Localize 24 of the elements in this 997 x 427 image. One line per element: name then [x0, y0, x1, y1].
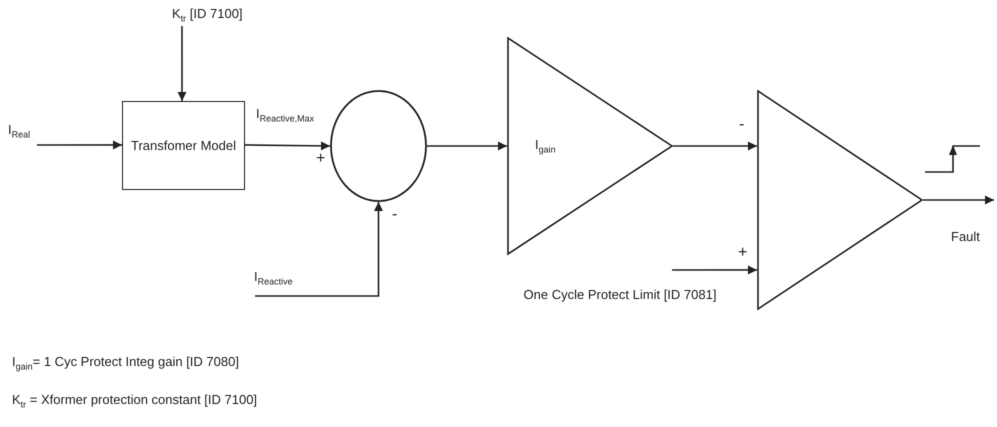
sign-label: -: [392, 206, 398, 224]
summing-junction: [330, 90, 427, 202]
arrow: [178, 26, 187, 101]
sign-label: +: [316, 150, 326, 168]
input-label: K$_{tr}$ [ID 7100]: [172, 4, 262, 26]
note-text: K$_{tr}$ = Xformer protection constant [ID 7100]: [12, 392, 258, 410]
edge-label: I$_{Reactive,Max}$: [256, 106, 314, 124]
arrow: [923, 196, 994, 204]
output-label: Fault: [951, 229, 980, 244]
input-label: One Cycle Protect Limit [ID 7081]: [520, 270, 720, 318]
arrow: [673, 142, 757, 150]
comparator-block: [757, 90, 923, 310]
arrow: [672, 265, 757, 274]
input-label: I$_{Reactive}$: [254, 259, 324, 296]
sign-label: -: [739, 116, 744, 134]
sign-label: +: [738, 244, 748, 262]
note-text: I$_{gain}$= 1 Cyc Protect Integ gain [ID 7080]: [12, 354, 239, 372]
arrow: [37, 140, 122, 150]
arrow: [255, 202, 383, 297]
gain-block: I$_{gain}$: [507, 37, 673, 255]
arrow: [244, 141, 330, 150]
input-label: I$_{Real}$: [8, 116, 48, 145]
process-box: Transfomer Model: [122, 101, 245, 190]
arrow: [427, 142, 507, 150]
